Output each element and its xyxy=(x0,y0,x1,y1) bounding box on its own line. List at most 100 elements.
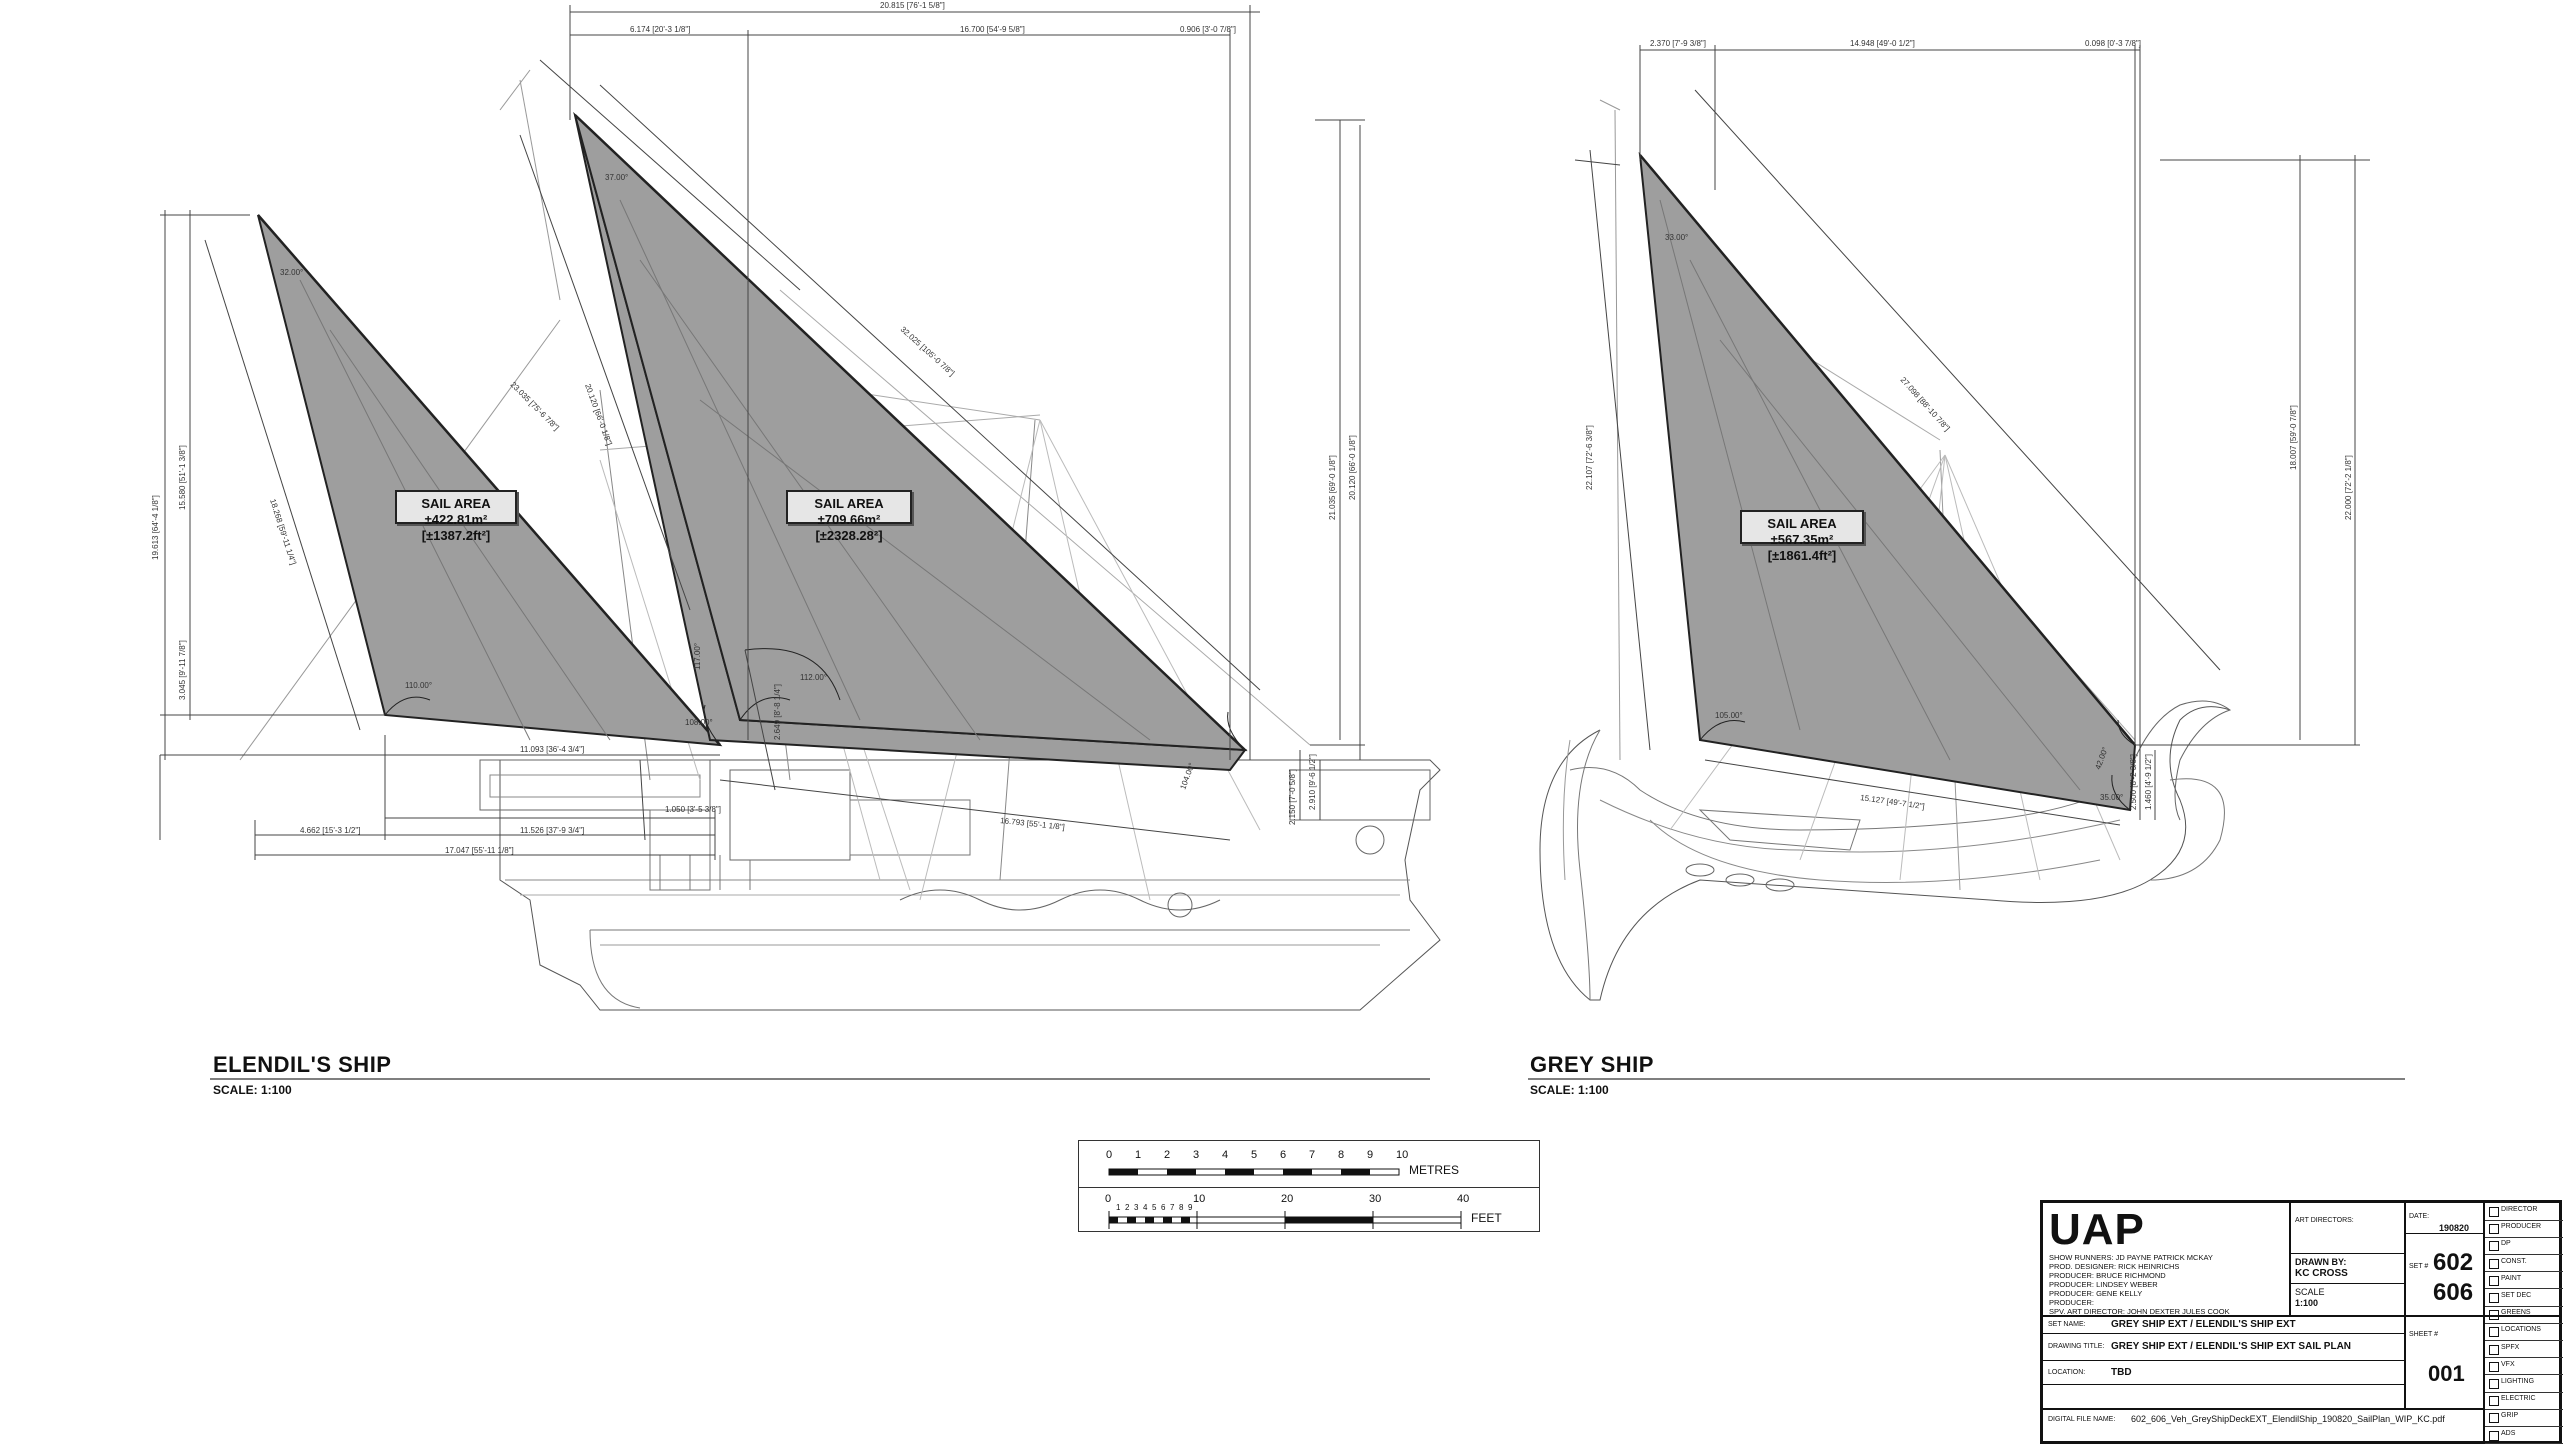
department-checkbox[interactable] xyxy=(2489,1241,2499,1252)
department-checkbox[interactable] xyxy=(2489,1396,2499,1407)
grey-hull xyxy=(1539,706,2231,1001)
feet-minor-tick-label: 2 xyxy=(1125,1203,1130,1212)
date-value: 190820 xyxy=(2439,1223,2470,1233)
dim-elendil-overall-top: 20.815 [76'-1 5/8"] xyxy=(880,1,945,10)
feet-minor-tick-label: 4 xyxy=(1143,1203,1148,1212)
elendil-main-sail-area-label: SAIL AREA ±709.66m² [±2328.28²] xyxy=(786,490,912,543)
department-checkbox[interactable] xyxy=(2489,1224,2499,1235)
credit-line: PRODUCER: xyxy=(2049,1298,2095,1307)
department-row: ELECTRIC xyxy=(2485,1392,2563,1410)
dim-elendil-small-2: 2.649 [8'-8 1/4"] xyxy=(773,684,782,740)
department-row: CONST. xyxy=(2485,1255,2563,1273)
metres-tick-label: 9 xyxy=(1367,1149,1374,1161)
metres-tick-label: 0 xyxy=(1106,1149,1113,1161)
department-checkbox[interactable] xyxy=(2489,1430,2499,1441)
angle-elendil-e: 112.00° xyxy=(800,673,827,682)
dim-grey-foot: 15.127 [49'-7 1/2"] xyxy=(1860,793,1925,811)
department-row: DIRECTOR xyxy=(2485,1203,2563,1221)
metres-tick-label: 10 xyxy=(1396,1149,1409,1161)
dim-elendil-top-left: 6.174 [20'-3 1/8"] xyxy=(630,25,690,34)
dim-grey-right-height2: 22.000 [72'-2 1/8"] xyxy=(2344,455,2353,520)
department-label: CONST. xyxy=(2501,1257,2527,1265)
department-row: PAINT xyxy=(2485,1272,2563,1290)
elendil-ship-scale: SCALE: 1:100 xyxy=(213,1083,292,1097)
department-label: DP xyxy=(2501,1240,2511,1248)
dim-elendil-top-mid: 16.700 [54'-9 5/8"] xyxy=(960,25,1025,34)
dim-grey-luff: 22.107 [72'-6 3/8"] xyxy=(1585,425,1594,490)
elendil-dimension-lines xyxy=(159,5,1365,860)
elendil-ship-title: ELENDIL'S SHIP xyxy=(213,1052,392,1077)
department-row: DP xyxy=(2485,1237,2563,1255)
dim-elendil-main-right-small: 2.910 [9'-6 1/2"] xyxy=(1308,754,1317,810)
department-checkbox[interactable] xyxy=(2489,1293,2499,1303)
department-checkbox[interactable] xyxy=(2489,1413,2499,1424)
credit-line: PRODUCER: GENE KELLY xyxy=(2049,1289,2143,1298)
title-block: UAP SHOW RUNNERS: JD PAYNE PATRICK MCKAY… xyxy=(2040,1200,2563,1445)
credit-line: PRODUCER: LINDSEY WEBER xyxy=(2049,1280,2158,1289)
feet-minor-tick-label: 5 xyxy=(1152,1203,1157,1212)
dim-elendil-angle-yard: 20.120 [66'-0 1/8"] xyxy=(583,383,614,447)
department-checkbox[interactable] xyxy=(2489,1275,2499,1286)
department-checkbox[interactable] xyxy=(2489,1310,2499,1321)
dim-elendil-below-mid: 11.526 [37'-9 3/4"] xyxy=(520,826,584,835)
dim-elendil-small-1: 1.050 [3'-5 3/8"] xyxy=(665,805,721,814)
metres-tick-label: 4 xyxy=(1222,1149,1229,1161)
department-row: VFX xyxy=(2485,1358,2563,1376)
department-checkbox[interactable] xyxy=(2489,1207,2499,1217)
angle-grey-b: 105.00° xyxy=(1715,711,1743,720)
metres-label: METRES xyxy=(1409,1163,1460,1177)
department-label: LIGHTING xyxy=(2501,1378,2535,1385)
department-row: ADS xyxy=(2485,1427,2563,1445)
dim-grey-leech: 27.098 [88'-10 7/8"] xyxy=(1899,375,1952,433)
department-checkbox[interactable] xyxy=(2489,1361,2499,1372)
sheet-label: SHEET # xyxy=(2409,1331,2439,1338)
department-checkbox[interactable] xyxy=(2489,1327,2499,1338)
angle-elendil-c: 37.00° xyxy=(605,173,628,182)
dim-grey-top-right: 0.098 [0'-3 7/8"] xyxy=(2085,39,2141,48)
department-checkbox[interactable] xyxy=(2489,1258,2499,1269)
angle-elendil-a: 32.00° xyxy=(280,268,303,277)
feet-minor-tick-label: 9 xyxy=(1188,1203,1193,1212)
elendil-main-sail-area: SAIL AREA ±709.66m² xyxy=(814,496,884,527)
drawn-by-value: KC CROSS xyxy=(2295,1268,2348,1279)
department-label: PRODUCER xyxy=(2501,1223,2542,1231)
department-label: LOCATIONS xyxy=(2501,1326,2541,1334)
set-label: SET # xyxy=(2409,1263,2429,1270)
dim-elendil-main-right-small2: 2.150 [7'-0 5/8"] xyxy=(1288,769,1297,825)
feet-tick-label: 0 xyxy=(1105,1193,1112,1205)
angle-elendil-d: 108.00° xyxy=(685,718,713,727)
dim-elendil-main-right-height: 21.035 [69'-0 1/8"] xyxy=(1328,455,1337,520)
department-row: GREENS xyxy=(2485,1306,2563,1324)
department-row: PRODUCER xyxy=(2485,1220,2563,1238)
dim-elendil-main-right-height2: 20.120 [66'-0 1/8"] xyxy=(1348,435,1357,500)
dim-elendil-foot2: 16.793 [55'-1 1/8"] xyxy=(1000,816,1065,832)
department-label: ADS xyxy=(2501,1429,2516,1437)
department-checkbox[interactable] xyxy=(2489,1379,2499,1389)
elendil-fore-sail-area-ft: [±1387.2ft²] xyxy=(421,528,491,543)
feet-label: FEET xyxy=(1471,1211,1502,1225)
feet-minor-tick-label: 8 xyxy=(1179,1203,1184,1212)
department-row: LOCATIONS xyxy=(2485,1323,2563,1341)
grey-ship-title: GREY SHIP xyxy=(1530,1052,1654,1077)
department-label: GREENS xyxy=(2501,1309,2531,1317)
feet-tick-label: 40 xyxy=(1457,1193,1470,1205)
elendil-hull xyxy=(499,759,1441,1011)
metres-tick-label: 5 xyxy=(1251,1149,1258,1161)
set-name-label: SET NAME: xyxy=(2048,1321,2086,1328)
department-checkbox[interactable] xyxy=(2489,1344,2499,1355)
dim-grey-top-mid: 14.948 [49'-0 1/2"] xyxy=(1850,39,1915,48)
angle-elendil-f: 117.00° xyxy=(693,643,702,670)
dim-elendil-foot1: 11.093 [36'-4 3/4"] xyxy=(520,745,584,754)
grey-ship-scale: SCALE: 1:100 xyxy=(1530,1083,1609,1097)
credit-line: PROD. DESIGNER: RICK HEINRICHS xyxy=(2049,1262,2180,1271)
credit-line: SPV. ART DIRECTOR: JOHN DEXTER JULES COO… xyxy=(2049,1307,2230,1316)
department-label: ELECTRIC xyxy=(2501,1395,2536,1403)
dim-elendil-yard1: 15.580 [51'-1 3/8"] xyxy=(178,445,187,510)
grey-dimension-lines xyxy=(1574,45,2370,826)
feet-minor-tick-label: 6 xyxy=(1161,1203,1166,1212)
feet-minor-tick-label: 3 xyxy=(1134,1203,1139,1212)
